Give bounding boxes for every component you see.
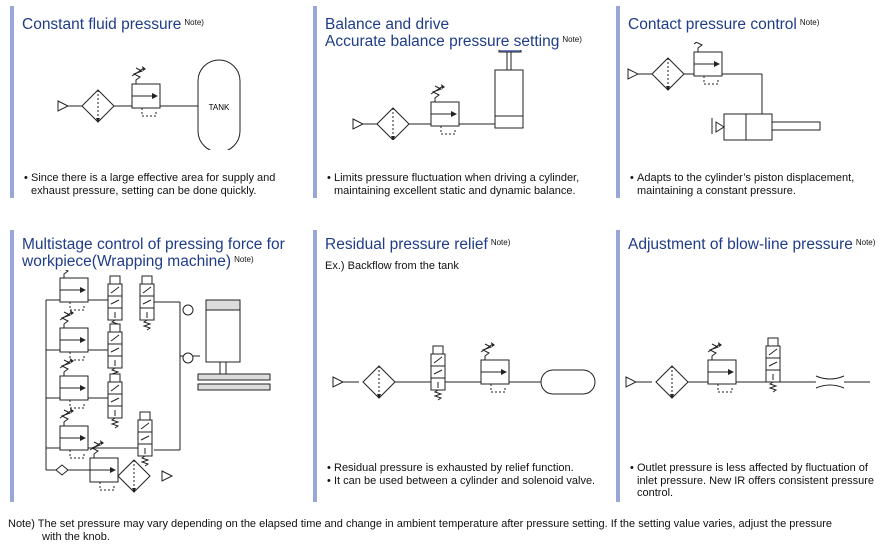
panel-bullets: Outlet pressure is less affected by fluc… (630, 462, 886, 500)
panel-accent-bar (313, 230, 317, 502)
panel-bullets: Limits pressure fluctuation when driving… (327, 172, 601, 197)
bullet-item: Residual pressure is exhausted by relief… (327, 462, 607, 475)
panel-multistage-control: Multistage control of pressing force for… (10, 230, 300, 506)
tank-label: TANK (209, 103, 230, 112)
panel-accent-bar (313, 6, 317, 198)
panel-bullets: Residual pressure is exhausted by relief… (327, 462, 607, 487)
schematic-balance-and-drive (352, 50, 524, 140)
panel-accent-bar (10, 6, 14, 198)
schematic-constant-fluid-pressure: TANK (57, 59, 241, 150)
cylinder-symbol (723, 113, 773, 141)
panel-accent-bar (616, 6, 620, 198)
bullet-item: Since there is a large effective area fo… (24, 172, 294, 197)
cylinder-symbol (494, 69, 524, 129)
panel-title: Multistage control of pressing force for… (22, 236, 285, 270)
tank-symbol (540, 369, 596, 395)
schematic-multistage-control (45, 270, 271, 494)
panel-bullets: Since there is a large effective area fo… (24, 172, 294, 197)
panel-accent-bar (10, 230, 14, 502)
tank-symbol (197, 59, 241, 150)
panel-accent-bar (616, 230, 620, 502)
bullet-item: Limits pressure fluctuation when driving… (327, 172, 601, 197)
bullet-item: Adapts to the cylinder’s piston displace… (630, 172, 884, 197)
footnote-line: Note) The set pressure may vary dependin… (8, 518, 833, 530)
schematic-residual-pressure-relief (332, 341, 596, 401)
footnote: Note) The set pressure may vary dependin… (8, 518, 884, 543)
panel-subtitle: Ex.) Backflow from the tank (325, 260, 459, 272)
panel-bullets: Adapts to the cylinder’s piston displace… (630, 172, 884, 197)
footnote-line: with the knob. (42, 530, 110, 543)
nozzle-symbol (815, 375, 845, 389)
bullet-item: Outlet pressure is less affected by fluc… (630, 462, 886, 500)
schematic-contact-pressure-control (627, 42, 821, 141)
schematic-blow-line-pressure (625, 337, 870, 400)
bullet-item: It can be used between a cylinder and so… (327, 475, 607, 488)
load-block (498, 50, 522, 53)
